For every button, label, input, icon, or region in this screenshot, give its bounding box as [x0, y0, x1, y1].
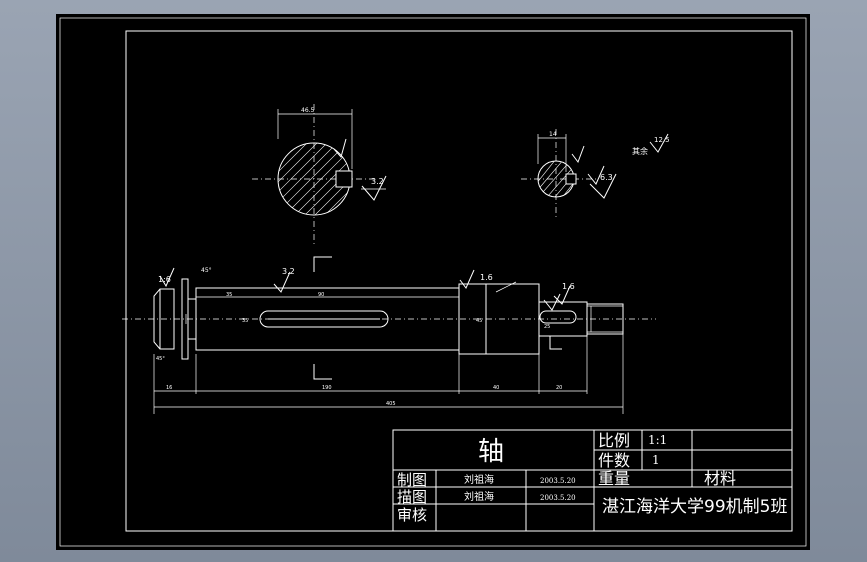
len-label-b: 190 [322, 385, 332, 391]
drawn-label: 制图 [397, 471, 427, 489]
shaft-main-view: 3.2 1.6 1.6 1:6 45° 35 45 25 35 90 [122, 256, 656, 414]
dia-label-c: 25 [544, 324, 550, 330]
scale-label: 比例 [598, 431, 630, 450]
len-label-a: 16 [166, 385, 172, 391]
part-name: 轴 [478, 437, 504, 467]
section-view-2: 14 6.3 其余 12.5 [521, 129, 670, 219]
key-width-label-2: 14 [549, 131, 557, 138]
shaft-drawing: 46.5 3.2 [59, 17, 807, 547]
title-block: 轴 比例 1:1 件数 1 重量 材料 制图 刘祖海 2003.5.20 描图 … [392, 429, 793, 532]
weight-label: 重量 [598, 469, 630, 488]
drawn-by: 刘祖海 [464, 473, 494, 486]
school-name: 湛江海洋大学99机制5班 [602, 497, 787, 517]
remaining-label: 其余 [632, 146, 648, 156]
quantity-value: 1 [652, 453, 660, 467]
angle-label: 45° [201, 267, 212, 274]
traced-date: 2003.5.20 [540, 494, 576, 502]
dia-label-a: 35 [242, 318, 248, 324]
len-label-c: 40 [493, 385, 499, 391]
traced-label: 描图 [397, 488, 427, 506]
angle-label-2: 45° [156, 356, 165, 362]
traced-by: 刘祖海 [464, 490, 494, 503]
drawing-sheet: 46.5 3.2 [56, 14, 810, 550]
roughness-label-main-2: 1.6 [480, 273, 493, 282]
roughness-label-main-1: 3.2 [282, 267, 295, 276]
drawn-date: 2003.5.20 [540, 477, 576, 485]
roughness-label-125: 12.5 [654, 136, 670, 144]
len-label-d: 20 [556, 385, 562, 391]
checked-label: 审核 [397, 506, 427, 524]
dia-label-b: 45 [476, 318, 482, 324]
len-label-key: 90 [318, 292, 324, 298]
chamfer-label: 1:6 [158, 275, 171, 284]
outer-frame [59, 17, 807, 547]
roughness-label-2: 6.3 [600, 173, 613, 182]
roughness-label-main-3: 1.6 [562, 282, 575, 291]
roughness-label-1: 3.2 [371, 177, 384, 186]
quantity-label: 件数 [598, 451, 630, 470]
scale-value: 1:1 [648, 433, 667, 447]
material-label: 材料 [704, 469, 736, 488]
section-view-1: 46.5 3.2 [252, 104, 387, 244]
key-width-label-1: 46.5 [301, 107, 315, 114]
len-label-e: 35 [226, 292, 232, 298]
total-length-label: 405 [386, 401, 396, 407]
